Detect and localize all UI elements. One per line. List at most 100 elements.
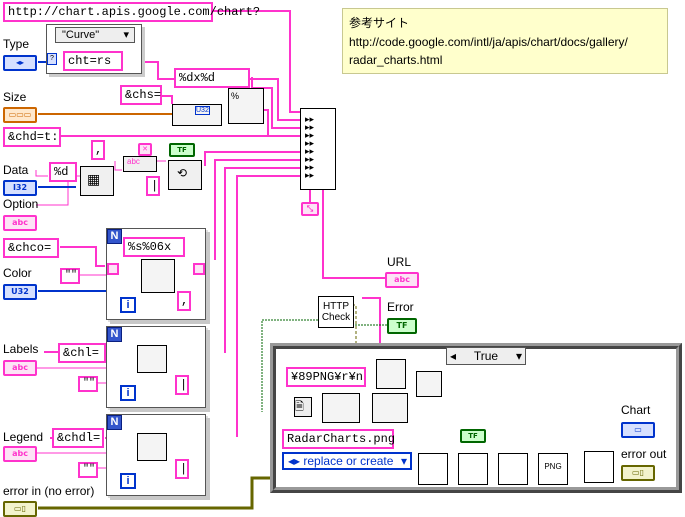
legend-pipe-constant[interactable]: | <box>175 459 189 479</box>
open-create-file-node[interactable] <box>418 453 448 485</box>
data-terminal[interactable]: I32 <box>3 180 37 196</box>
labels-terminal[interactable]: abc <box>3 360 37 376</box>
filename-constant[interactable]: RadarCharts.png <box>282 429 395 449</box>
ring-arrows-icon: ◂▸ <box>288 454 301 468</box>
format-into-string-size[interactable]: % <box>228 88 264 124</box>
option-terminal[interactable]: abc <box>3 215 37 231</box>
error-cluster-icon: ▭▯ <box>632 468 644 477</box>
true-constant[interactable]: TF <box>169 143 195 157</box>
error-label: Error <box>387 300 414 314</box>
size-terminal[interactable]: ▭▭▭ <box>3 107 37 123</box>
case-true-constant[interactable]: TF <box>460 429 486 443</box>
case-value: True <box>473 349 499 363</box>
legend-terminal[interactable]: abc <box>3 446 37 462</box>
legend-for-loop[interactable]: N i | <box>106 414 206 496</box>
comma-constant-1[interactable]: , <box>91 140 105 160</box>
file-refnum-node[interactable]: 🗎 <box>294 397 312 417</box>
chart-indicator[interactable]: ▭ <box>621 422 655 438</box>
chevron-down-icon: ▾ <box>123 29 129 41</box>
chdl-constant[interactable]: &chdl= <box>52 428 104 448</box>
empty-string-constant-3[interactable]: "" <box>78 462 98 478</box>
empty-string-constant-2[interactable]: "" <box>78 376 98 392</box>
error-in-label: error in (no error) <box>3 484 95 498</box>
file-op-ring[interactable]: ◂▸ replace or create ▾ <box>282 452 412 470</box>
color-for-loop[interactable]: N i %s%06x , <box>106 228 206 320</box>
chl-constant[interactable]: &chl= <box>58 343 106 363</box>
write-binary-node[interactable] <box>458 453 488 485</box>
labels-concat-node[interactable] <box>137 345 167 373</box>
format-into-string-color[interactable] <box>141 259 175 293</box>
error-out-indicator[interactable]: ▭▯ <box>621 465 655 481</box>
replace-icon: ⟲ <box>177 166 188 180</box>
build-path-node[interactable] <box>322 393 360 423</box>
option-label: Option <box>3 197 39 211</box>
legend-concat-node[interactable] <box>137 433 167 461</box>
chco-constant[interactable]: &chco= <box>3 238 59 258</box>
type-terminal[interactable]: ◂▸ <box>3 55 37 71</box>
loop-index-i: i <box>120 385 136 401</box>
u32-icon: U32 <box>195 106 210 115</box>
loop-count-n: N <box>107 415 122 430</box>
shift-register-right <box>193 263 205 275</box>
concat-icon: ▸▸▸▸▸▸▸▸▸▸▸▸▸▸▸▸ <box>305 114 315 180</box>
ring-arrows-icon: ◂▸ <box>15 58 25 67</box>
http-check-subvi[interactable]: HTTP Check <box>318 296 354 328</box>
shift-register-left <box>107 263 119 275</box>
strip-path-node[interactable] <box>372 393 408 423</box>
labels-pipe-constant[interactable]: | <box>175 375 189 395</box>
triangle-left-icon: ◂ <box>450 349 457 363</box>
pipe-constant[interactable]: | <box>146 176 160 196</box>
cross-icon: ✕ <box>142 145 148 153</box>
bool-to-string-terminal: ✕ <box>138 143 152 156</box>
labels-for-loop[interactable]: N i | <box>106 326 206 408</box>
search-replace-node[interactable]: ⟲ <box>168 160 202 190</box>
close-file-node[interactable] <box>498 453 528 485</box>
base-url-constant[interactable]: http://chart.apis.google.com/chart? <box>3 2 260 22</box>
loop-index-i: i <box>120 297 136 313</box>
read-png-node[interactable]: PNG <box>538 453 568 485</box>
empty-string-constant-1[interactable]: "" <box>60 268 80 284</box>
unbundle-node[interactable]: U32 <box>172 104 222 126</box>
note-url-line2: radar_charts.html <box>349 53 443 67</box>
file-op-value: replace or create <box>303 454 394 468</box>
cht-constant[interactable]: cht=rs <box>63 51 123 71</box>
draw-flattened-pixmap-node[interactable] <box>584 451 614 483</box>
chd-constant[interactable]: &chd=t: <box>3 127 61 147</box>
case-selector[interactable]: "Curve" ▾ <box>55 27 135 43</box>
type-case-structure[interactable]: "Curve" ▾ ? cht=rs <box>46 24 142 74</box>
url-probe-terminal: ⤡ <box>301 202 319 216</box>
error-indicator[interactable]: TF <box>387 318 417 334</box>
png-header-constant[interactable]: ¥89PNG¥r¥n <box>286 367 366 387</box>
legend-label: Legend <box>3 430 44 444</box>
color-terminal[interactable]: U32 <box>3 284 37 300</box>
error-in-terminal[interactable]: ▭▯ <box>3 501 37 517</box>
color-format-constant[interactable]: %s%06x <box>123 237 185 257</box>
spreadsheet-icon: ▦ <box>87 171 101 187</box>
type-value: "Curve" <box>62 29 100 41</box>
error-cluster-icon: ▭▯ <box>14 504 26 513</box>
array-to-spreadsheet-node[interactable]: ▦ <box>80 166 114 196</box>
concatenate-strings-node[interactable]: ▸▸▸▸▸▸▸▸▸▸▸▸▸▸▸▸ <box>300 108 336 190</box>
error-out-label: error out <box>621 447 667 461</box>
case-selector-true[interactable]: ◂ True ▾ <box>446 347 526 365</box>
note-url-line1: http://code.google.com/intl/ja/apis/char… <box>349 35 628 49</box>
case-selector-terminal: ? <box>47 53 57 65</box>
chs-constant[interactable]: &chs= <box>120 85 162 105</box>
url-indicator[interactable]: abc <box>385 272 419 288</box>
chart-label: Chart <box>621 403 651 417</box>
format-string-icon: % <box>231 91 240 101</box>
match-pattern-node[interactable] <box>376 359 406 389</box>
png-icon: PNG <box>544 462 562 471</box>
picture-icon: ▭ <box>634 425 642 434</box>
concat-node[interactable]: abc <box>123 156 157 172</box>
select-node[interactable] <box>416 371 442 397</box>
color-label: Color <box>3 266 32 280</box>
http-case-structure[interactable]: ◂ True ▾ ¥89PNG¥r¥n TF 🗎 RadarCharts.png… <box>270 343 682 493</box>
probe-icon: ⤡ <box>306 204 314 213</box>
comma-constant-2[interactable]: , <box>177 291 191 311</box>
size-format-constant[interactable]: %dx%d <box>174 68 250 88</box>
abc-icon: abc <box>127 157 140 166</box>
loop-count-n: N <box>107 327 122 342</box>
fmt-d-constant[interactable]: %d <box>49 162 77 182</box>
loop-count-n: N <box>107 229 122 244</box>
